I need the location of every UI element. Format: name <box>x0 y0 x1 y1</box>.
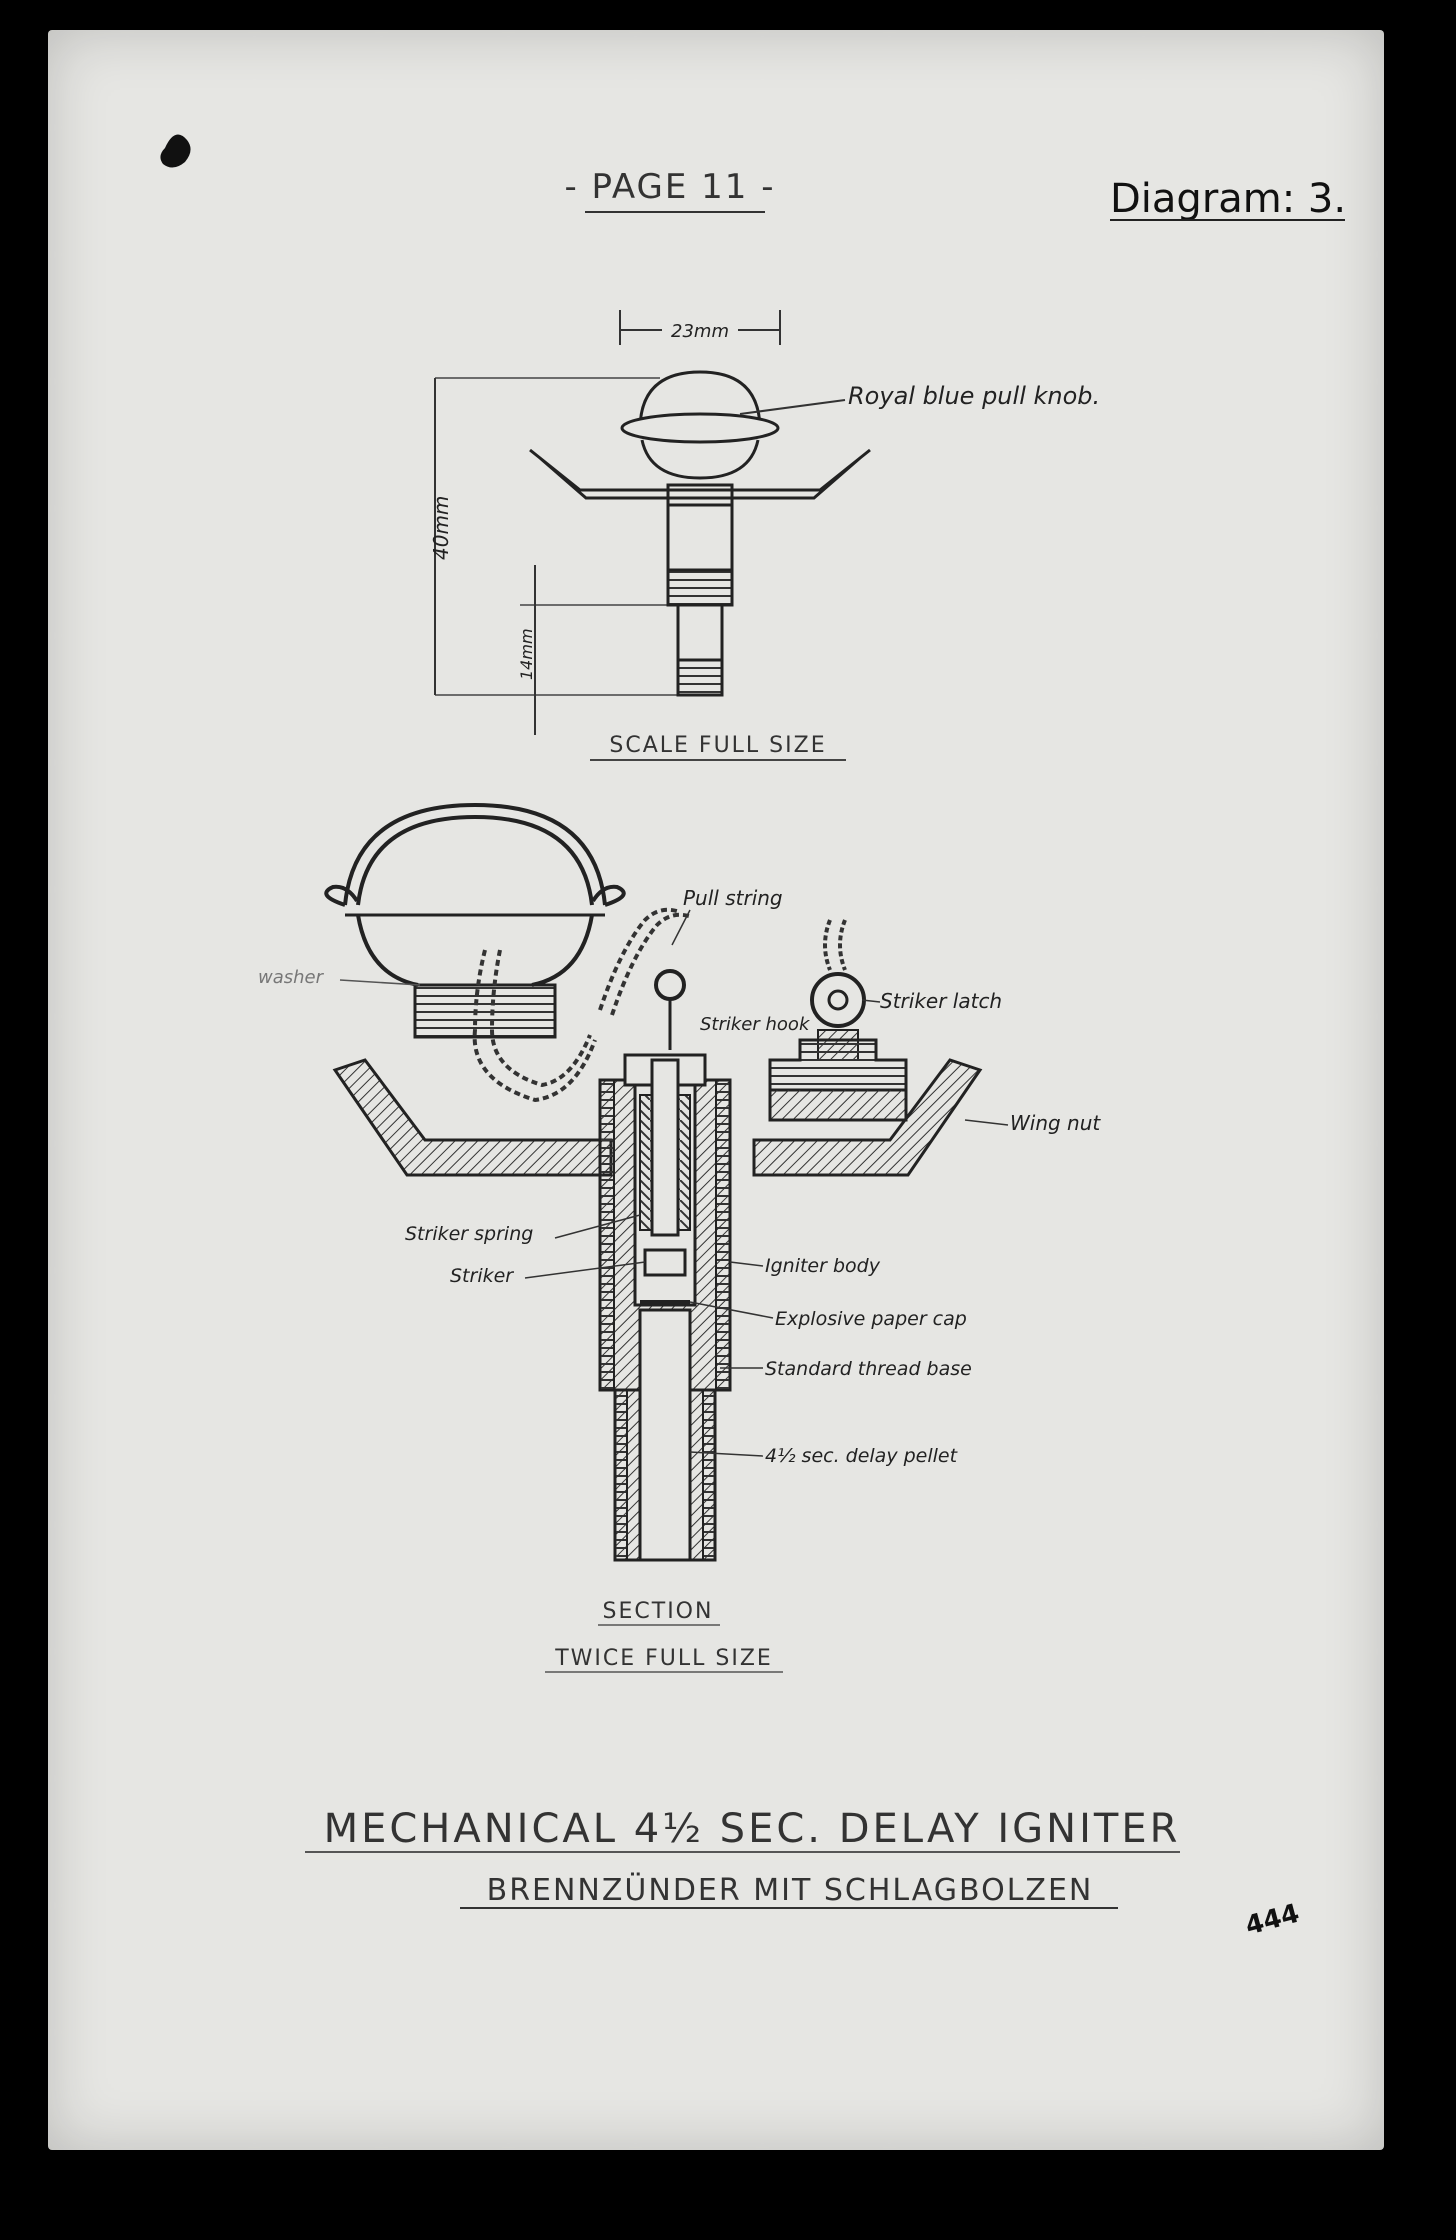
cord-icon <box>472 949 597 1103</box>
striker-hook-ring-icon <box>654 969 686 1001</box>
scale-caption: SCALE FULL SIZE <box>609 733 826 758</box>
pull-string-label: Pull string <box>683 886 783 910</box>
thread-dim-text: 14mm <box>517 628 536 680</box>
height-dim-text: 40mm <box>429 496 453 560</box>
main-title: MECHANICAL 4½ SEC. DELAY IGNITER <box>324 1806 1181 1852</box>
diagram-label: Diagram: 3. <box>1110 176 1346 222</box>
striker-latch-label: Striker latch <box>880 989 1002 1013</box>
knob-label: Royal blue pull knob. <box>848 382 1100 410</box>
striker-spring-label: Striker spring <box>405 1223 533 1245</box>
striker-latch-icon <box>810 972 866 1028</box>
wing-icon <box>529 448 871 500</box>
pull-knob-icon <box>638 370 762 431</box>
thread-base-label: Standard thread base <box>765 1358 972 1380</box>
washer-label: washer <box>258 967 325 988</box>
striker-hook-label: Striker hook <box>700 1014 811 1035</box>
page-label: - PAGE 11 - <box>564 167 775 207</box>
sub-title: BRENNZÜNDER MIT SCHLAGBOLZEN <box>487 1872 1094 1908</box>
explosive-cap-label: Explosive paper cap <box>775 1308 967 1330</box>
washer-icon <box>413 983 557 1039</box>
section-view: washer Pull string Striker hook Striker … <box>258 802 1101 1673</box>
knob-section-icon <box>343 802 607 906</box>
thread-lower-icon <box>676 658 724 697</box>
stamp: 444 <box>1242 1899 1302 1942</box>
ink-blot <box>160 134 191 168</box>
width-dim-text: 23mm <box>671 321 729 342</box>
igniter-body-label: Igniter body <box>765 1255 881 1277</box>
pull-string-icon <box>598 907 693 1016</box>
striker-label: Striker <box>450 1265 514 1287</box>
striker-icon <box>643 1248 687 1277</box>
delay-pellet-label: 4½ sec. delay pellet <box>765 1445 959 1467</box>
stem-icon <box>666 503 734 572</box>
scale-caption-twice: TWICE FULL SIZE <box>554 1646 773 1671</box>
wing-nut-label: Wing nut <box>1010 1111 1101 1135</box>
top-view: 23mm 40mm 14mm Royal blue pull knob. SCA… <box>429 310 1100 761</box>
section-caption: SECTION <box>603 1599 714 1624</box>
thread-upper-icon <box>666 568 734 607</box>
wing-nut-icon <box>332 1058 613 1177</box>
delay-pellet-icon <box>638 1308 692 1562</box>
